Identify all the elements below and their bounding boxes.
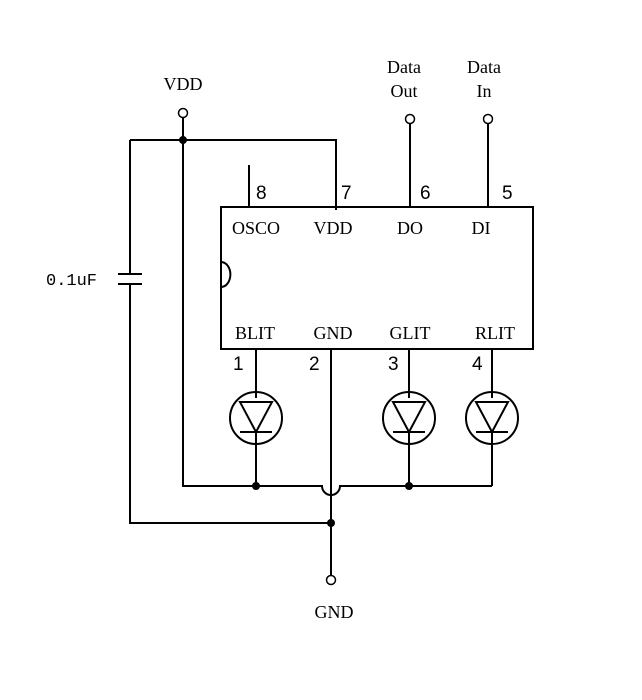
pin2-number: 2 (309, 354, 320, 375)
pin6-number: 6 (420, 183, 431, 204)
vdd-terminal (177, 107, 189, 119)
vdd-junction-dot (179, 136, 187, 144)
pin1-name: BLIT (235, 323, 275, 343)
data-out-label-line2: Out (391, 81, 418, 101)
pin8-name: OSCO (232, 218, 280, 238)
pin1-number: 1 (233, 354, 244, 375)
red-led (465, 349, 519, 486)
data-in-label-line2: In (477, 81, 492, 101)
gnd-junction-dot (327, 519, 335, 527)
pin2-name: GND (314, 323, 353, 343)
pin6-name: DO (397, 218, 423, 238)
vdd-label: VDD (164, 74, 203, 94)
data-in-label-line1: Data (467, 57, 501, 77)
vdd-to-led-common-wire (182, 140, 320, 487)
pin3-name: GLIT (390, 323, 431, 343)
pin7-number: 7 (341, 183, 352, 204)
blue-led-junction-dot (252, 482, 260, 490)
capacitor-value-label: 0.1uF (46, 272, 97, 291)
blue-led (229, 349, 283, 486)
pin7-name: VDD (314, 218, 353, 238)
ic-body (220, 206, 534, 350)
pin8-number: 8 (256, 183, 267, 204)
ic-notch (220, 261, 232, 288)
gnd-label: GND (315, 602, 354, 622)
pin4-name: RLIT (475, 323, 515, 343)
pin4-number: 4 (472, 354, 483, 375)
vdd-rail-wire (130, 139, 337, 210)
gnd-terminal (325, 574, 337, 586)
pin5-name: DI (472, 218, 491, 238)
pin5-number: 5 (502, 183, 513, 204)
pin3-number: 3 (388, 354, 399, 375)
data-out-label-line1: Data (387, 57, 421, 77)
data-out-terminal (404, 113, 416, 125)
data-in-terminal (482, 113, 494, 125)
green-led (382, 349, 436, 486)
green-led-junction-dot (405, 482, 413, 490)
cap-lower-wire (129, 284, 331, 524)
